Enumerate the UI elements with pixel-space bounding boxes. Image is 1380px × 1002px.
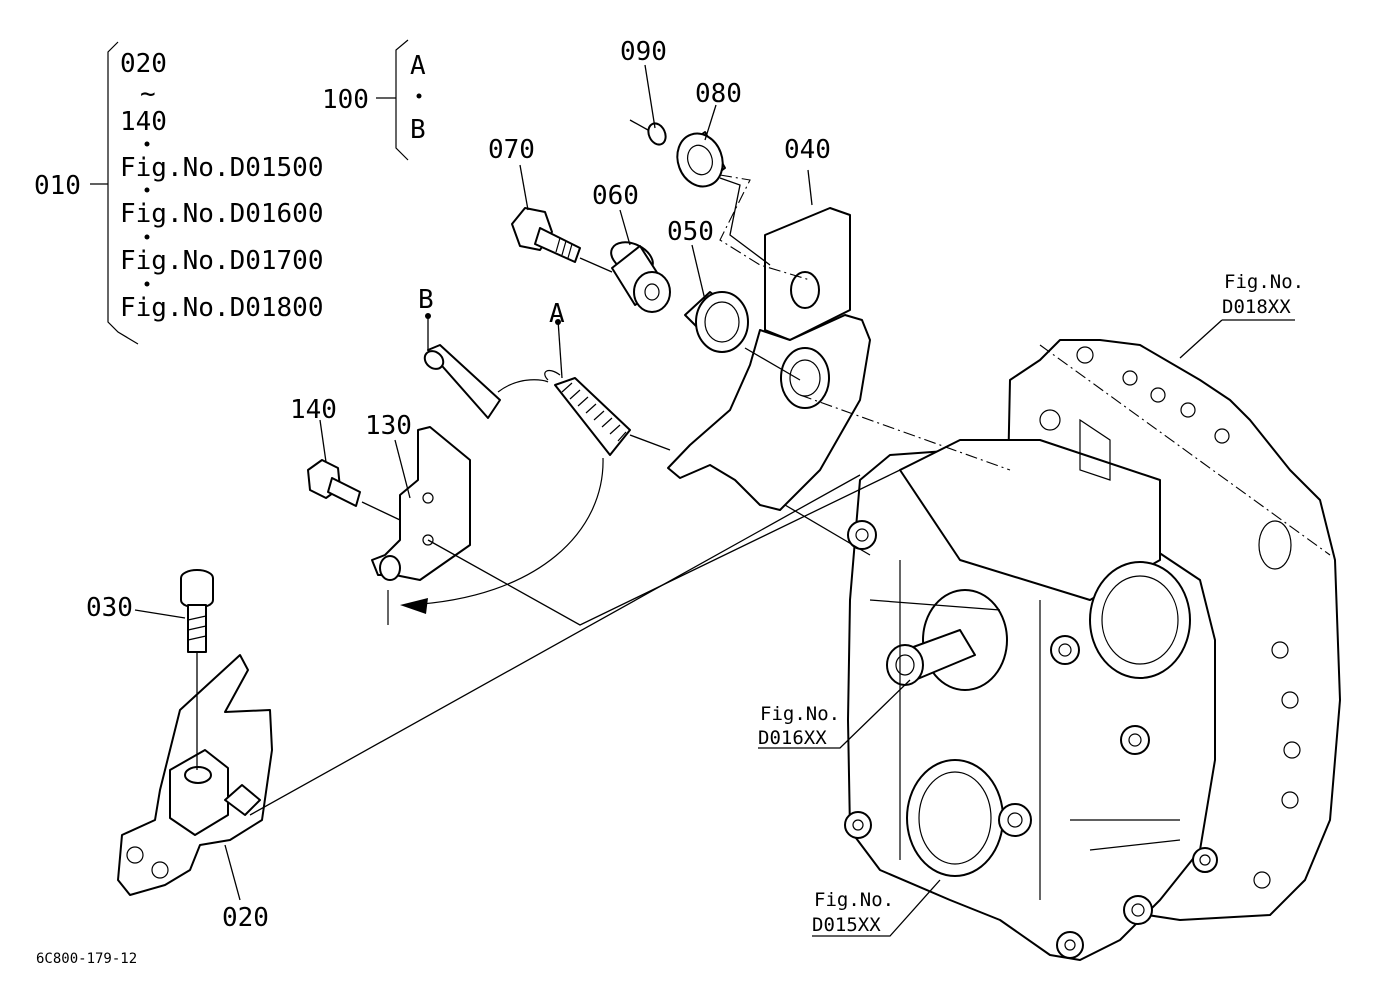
transmission-case [844,339,1341,961]
group-010-bracket: 010 020 ~ 140 Fig.No.D01500 Fig.No.D0160… [34,41,324,345]
part-040-lever [667,207,871,511]
callout-040: 040 [784,135,831,165]
marker-b: B [418,285,434,315]
ref-fig-d01500: Fig.No.D01500 [120,153,324,183]
callout-050: 050 [667,217,714,247]
set-label-a: A [410,51,426,81]
callout-130: 130 [365,411,412,441]
part-050-bushing [684,291,749,353]
callout-020: 020 [222,903,269,933]
ref-d016-line1: Fig.No. [760,703,840,725]
ref-d015-line2: D015XX [812,914,881,936]
callout-100: 100 [322,85,369,115]
part-030-bolt [180,569,214,653]
part-060-collar [610,241,671,313]
separator-dot [144,281,150,287]
part-130-bracket [371,426,471,625]
separator-dot [416,93,422,99]
part-pin-b [423,344,501,419]
callout-070: 070 [488,135,535,165]
set-label-b: B [410,115,426,145]
ref-d015-line1: Fig.No. [814,889,894,911]
ref-d018-line2: D018XX [1222,296,1291,318]
ref-fig-d01700: Fig.No.D01700 [120,246,324,276]
callout-030: 030 [86,593,133,623]
ref-fig-d01800: Fig.No.D01800 [120,293,324,323]
callout-010: 010 [34,171,81,201]
group-end-140: 140 [120,107,167,137]
separator-dot [144,187,150,193]
group-start-020: 020 [120,49,167,79]
part-140-bolt [307,459,361,507]
callout-080: 080 [695,79,742,109]
part-spring-a [544,369,631,456]
leader-lines [134,64,1331,937]
ref-d018-line1: Fig.No. [1224,271,1304,293]
part-070-bolt [511,207,581,263]
part-020-arm [117,654,273,896]
separator-dot [144,234,150,240]
drawing-id: 6C800-179-12 [36,951,137,967]
part-080-bearing [676,131,726,188]
callout-060: 060 [592,181,639,211]
part-090-snap-ring [647,122,667,146]
marker-a: A [549,299,565,329]
group-100-bracket: 100 A B [322,39,426,161]
ref-fig-d01600: Fig.No.D01600 [120,199,324,229]
ref-d016-line2: D016XX [758,727,827,749]
range-tilde: ~ [140,79,156,109]
callout-090: 090 [620,37,667,67]
separator-dot [144,141,150,147]
callout-140: 140 [290,395,337,425]
